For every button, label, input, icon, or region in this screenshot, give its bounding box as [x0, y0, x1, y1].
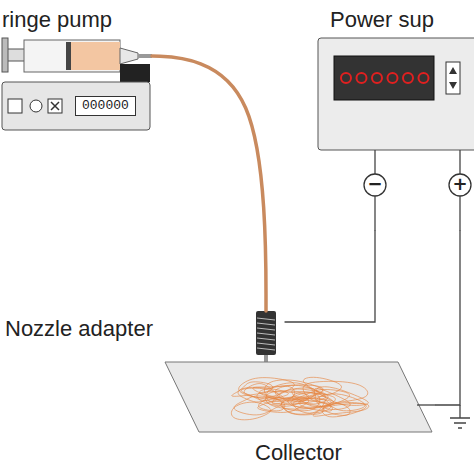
thumb-plate: [2, 38, 8, 72]
part-node: Nozzle adapter: [5, 311, 285, 369]
clamp-block: [120, 64, 150, 82]
fiber: [303, 377, 341, 394]
display-digit: [403, 73, 413, 83]
wire: [285, 231, 375, 322]
collector-plate: [165, 362, 432, 432]
pump-base: [2, 82, 150, 130]
collector-stub: [417, 404, 436, 405]
thread-line: [257, 318, 275, 320]
fiber: [259, 397, 285, 411]
part-node: ringe pump 000000: [0, 6, 152, 132]
power-display: [334, 56, 434, 100]
fiber: [317, 394, 365, 411]
display-digit: [357, 73, 367, 83]
display-digit: [419, 73, 429, 83]
thread-line: [257, 323, 275, 325]
syringe-tip: [120, 48, 138, 64]
terminal-lead: [459, 196, 460, 231]
plunger-head: [66, 42, 71, 70]
thread-line: [257, 328, 275, 330]
fiber: [299, 398, 332, 411]
syringe-barrel: [24, 40, 120, 72]
thread-line: [257, 338, 275, 340]
button: [30, 100, 42, 112]
thread-line: [257, 348, 275, 350]
adjust-arrows: [449, 67, 457, 89]
fiber-mat: [231, 377, 368, 420]
terminal-lead: [374, 150, 375, 174]
fiber: [288, 398, 331, 407]
thread-line: [257, 343, 275, 345]
display-digits: [341, 73, 429, 83]
button: [8, 99, 22, 113]
part-node: Collector: [160, 355, 436, 470]
adjust-button: [446, 62, 460, 94]
needle-hub: [138, 54, 152, 58]
part-title: ringe pump: [2, 8, 112, 32]
part-label: Nozzle adapter: [5, 317, 153, 341]
liquid: [70, 42, 120, 70]
part-node: Power sup: [316, 2, 474, 231]
nozzle-threads: [257, 318, 275, 350]
display-digit: [341, 73, 351, 83]
power-supply: [318, 38, 474, 231]
display-digit: [372, 73, 382, 83]
button: [48, 99, 62, 113]
display-readout: 000000: [75, 96, 136, 116]
fiber: [266, 383, 325, 405]
tubing: [152, 56, 266, 311]
part-title: Power sup: [330, 8, 434, 32]
ground-symbol: [450, 405, 470, 428]
terminal-sign: +: [452, 175, 467, 193]
syringe-pump: [2, 38, 152, 130]
part-label: Collector: [255, 441, 342, 465]
button-cross: [51, 102, 59, 110]
terminal-lead: [459, 150, 460, 174]
thread-line: [257, 333, 275, 335]
terminal-sign: −: [367, 175, 382, 193]
terminal: [449, 174, 471, 196]
fiber: [313, 403, 369, 416]
terminal-lead: [374, 196, 375, 231]
terminal: [364, 174, 386, 196]
display-digit: [388, 73, 398, 83]
power-box: [318, 38, 474, 150]
nozzle-body: [256, 311, 276, 355]
fiber: [292, 389, 328, 404]
collector: [165, 362, 470, 432]
wire: [436, 231, 460, 405]
